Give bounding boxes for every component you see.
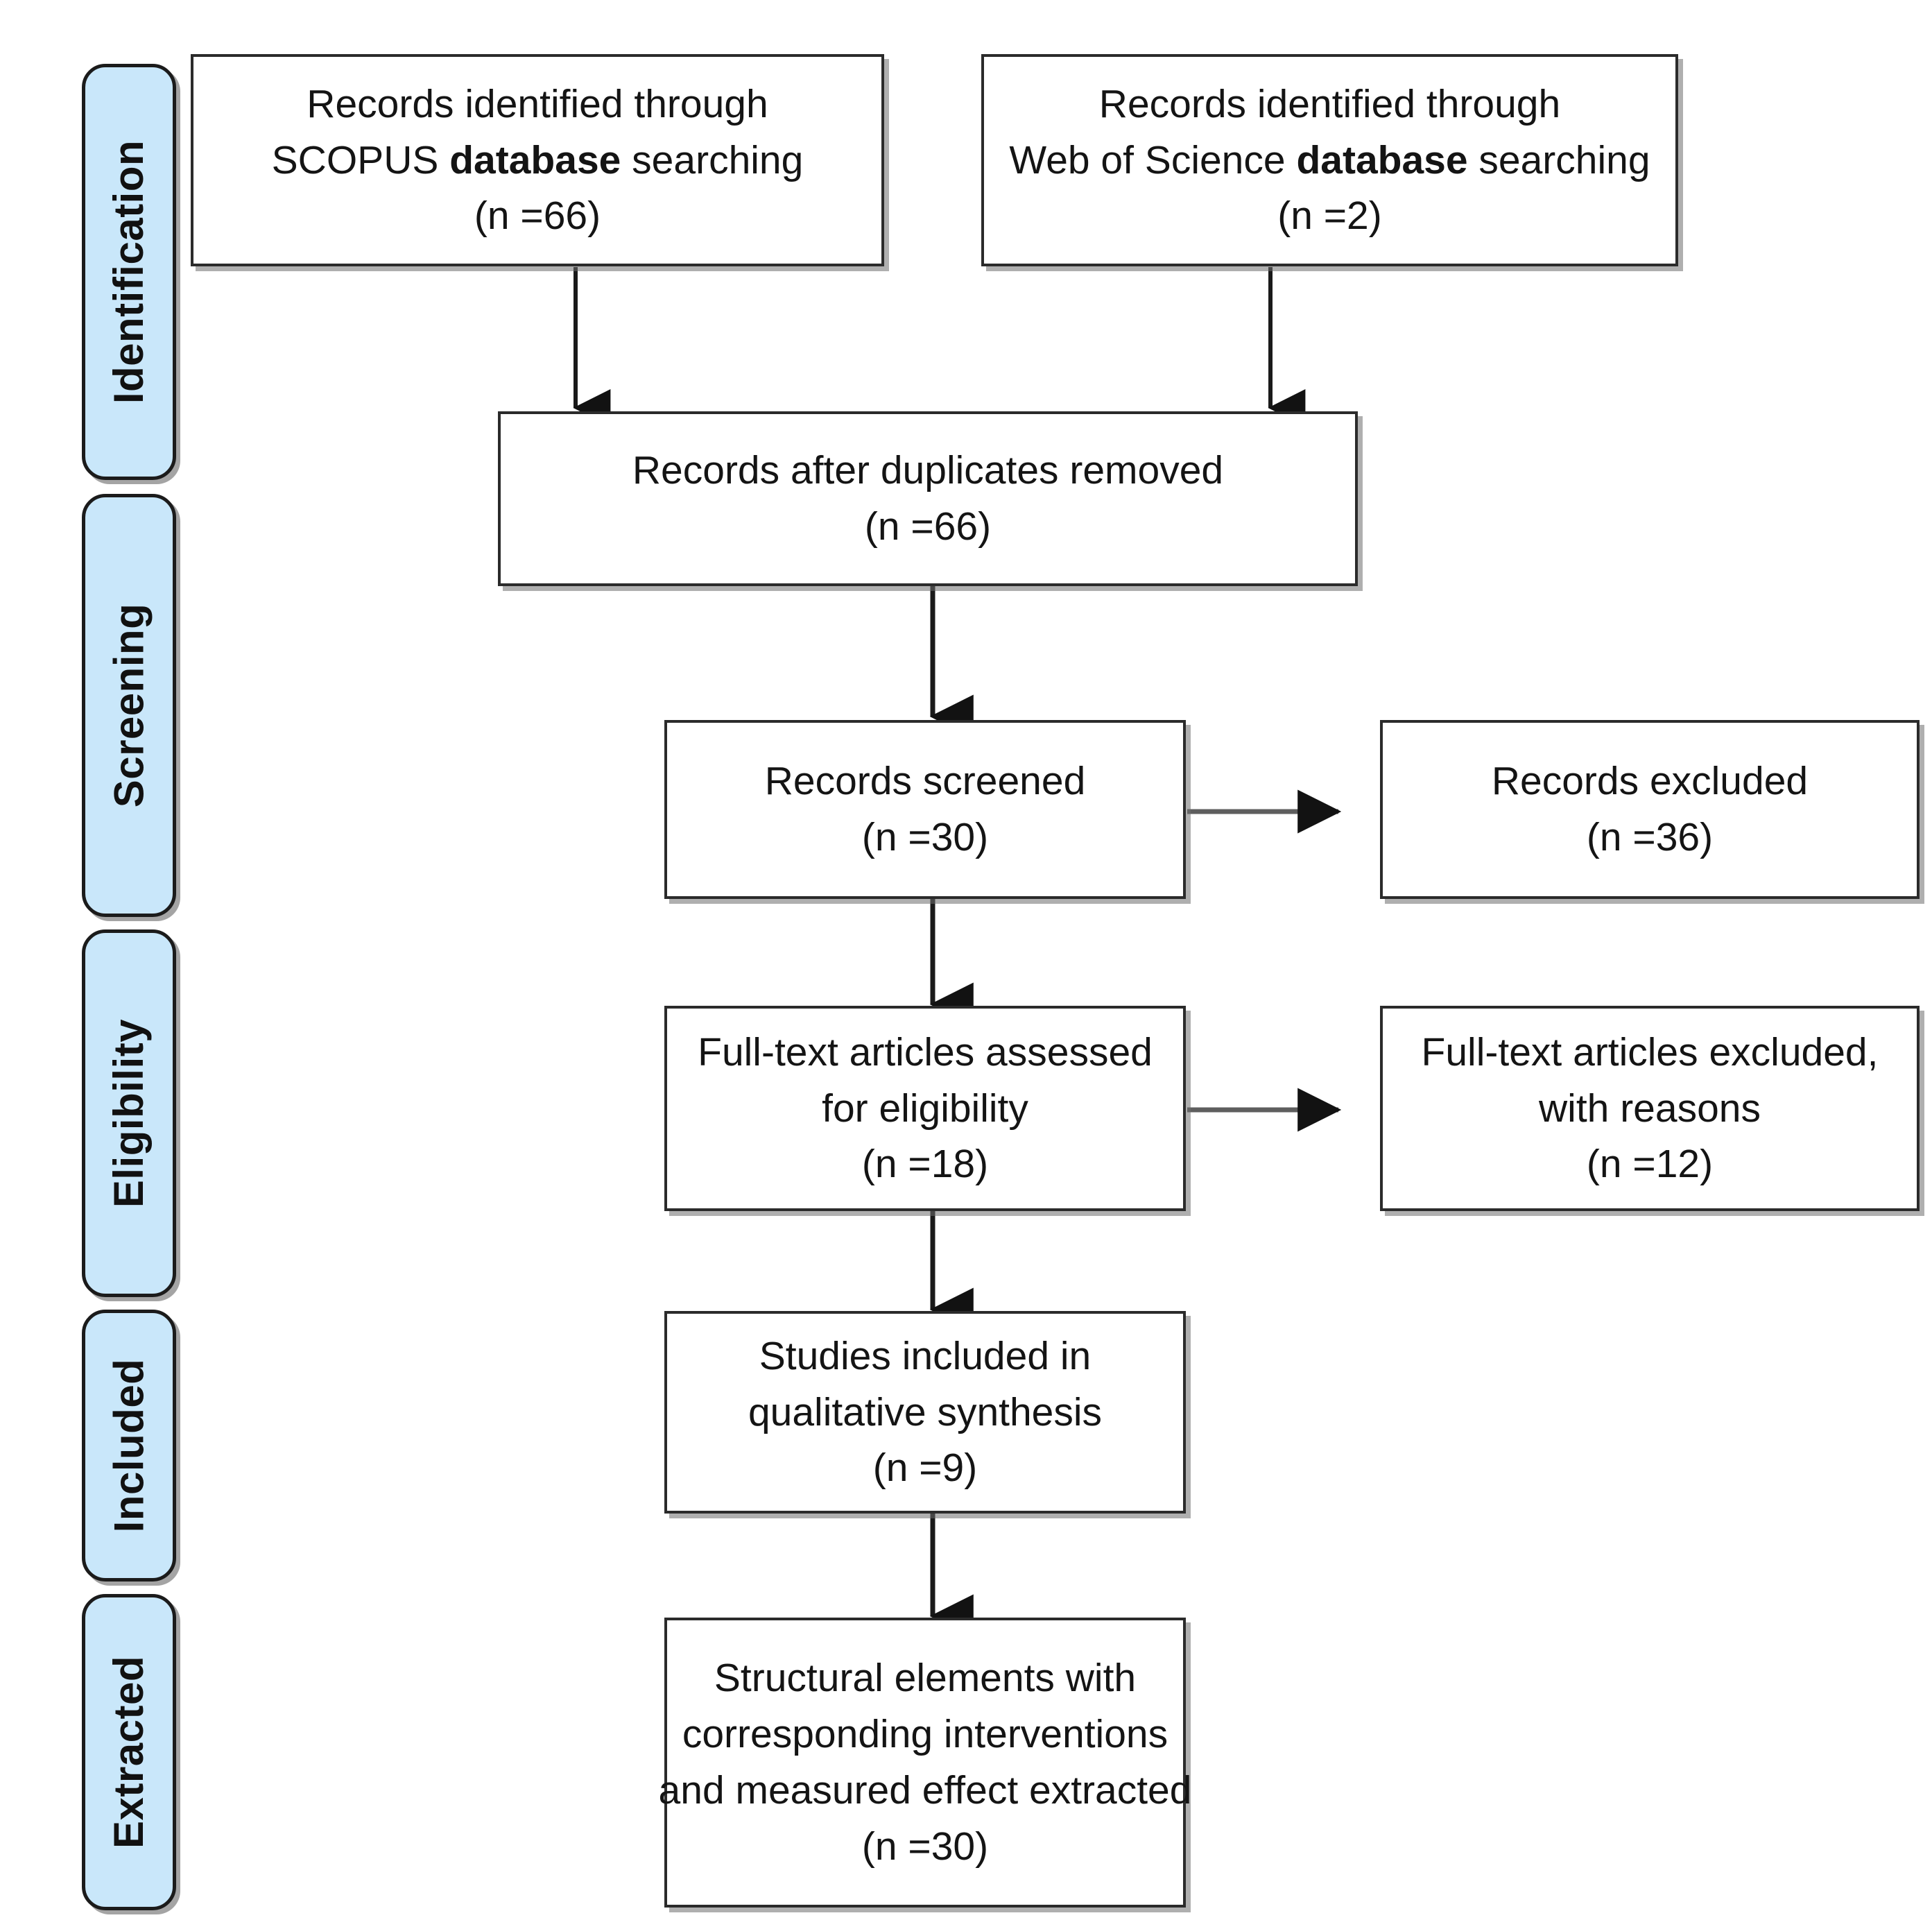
duplicates-count: (n =66) (864, 504, 992, 549)
screened-count: (n =30) (861, 815, 989, 859)
structural-line-2: corresponding interventions (682, 1712, 1168, 1757)
excluded-line-1: Records excluded (1491, 759, 1809, 804)
box-records-identified-wos: Records identified through Web of Scienc… (981, 54, 1678, 266)
stage-pill-included: Included (82, 1310, 176, 1582)
box-records-after-duplicates-removed: Records after duplicates removed (n =66) (498, 411, 1358, 586)
stage-pill-screening: Screening (82, 494, 176, 917)
fulltext-assessed-line-2: for eligibility (822, 1086, 1028, 1131)
studies-included-count: (n =9) (872, 1446, 978, 1491)
scopus-count: (n =66) (474, 194, 601, 239)
wos-line2-suffix: searching (1467, 137, 1650, 182)
structural-line-1: Structural elements with (714, 1656, 1137, 1701)
box-records-excluded: Records excluded (n =36) (1380, 720, 1920, 899)
scopus-line2-suffix: searching (621, 137, 804, 182)
fulltext-assessed-line-1: Full-text articles assessed (698, 1029, 1153, 1074)
structural-line-3: and measured effect extracted (658, 1768, 1192, 1812)
scopus-line2-prefix: SCOPUS (271, 137, 450, 182)
box-records-identified-scopus: Records identified through SCOPUS databa… (191, 54, 884, 266)
stage-label-eligibility: Eligibility (105, 1018, 153, 1208)
stage-pill-identification: Identification (82, 64, 176, 480)
structural-count: (n =30) (861, 1824, 989, 1869)
wos-line2-bold: database (1296, 137, 1468, 182)
box-records-screened: Records screened (n =30) (664, 720, 1186, 899)
stage-pill-eligibility: Eligibility (82, 929, 176, 1297)
box-fulltext-excluded: Full-text articles excluded, with reason… (1380, 1006, 1920, 1211)
fulltext-excluded-line-1: Full-text articles excluded, (1421, 1029, 1879, 1074)
wos-line2-prefix: Web of Science (1009, 137, 1297, 182)
wos-count: (n =2) (1277, 194, 1382, 239)
excluded-count: (n =36) (1586, 815, 1714, 859)
wos-line-2: Web of Science database searching (1009, 132, 1650, 189)
stage-label-identification: Identification (105, 139, 152, 404)
stage-label-included: Included (105, 1358, 152, 1533)
scopus-line-1: Records identified through (307, 81, 768, 126)
box-fulltext-assessed: Full-text articles assessed for eligibil… (664, 1006, 1186, 1211)
studies-included-line-1: Studies included in (759, 1333, 1092, 1378)
wos-line-1: Records identified through (1098, 81, 1561, 126)
studies-included-line-2: qualitative synthesis (748, 1389, 1103, 1434)
screened-line-1: Records screened (764, 759, 1086, 804)
duplicates-line-1: Records after duplicates removed (632, 448, 1224, 493)
fulltext-assessed-count: (n =18) (861, 1142, 989, 1187)
box-structural-elements-extracted: Structural elements with corresponding i… (659, 1618, 1191, 1908)
stage-label-extracted: Extracted (105, 1656, 152, 1849)
stage-pill-extracted: Extracted (82, 1594, 176, 1910)
fulltext-excluded-line-2: with reasons (1539, 1086, 1761, 1131)
scopus-line2-bold: database (449, 137, 621, 182)
stage-label-screening: Screening (105, 603, 153, 808)
box-studies-included: Studies included in qualitative synthesi… (664, 1311, 1186, 1514)
fulltext-excluded-count: (n =12) (1586, 1142, 1714, 1187)
scopus-line-2: SCOPUS database searching (272, 132, 804, 189)
